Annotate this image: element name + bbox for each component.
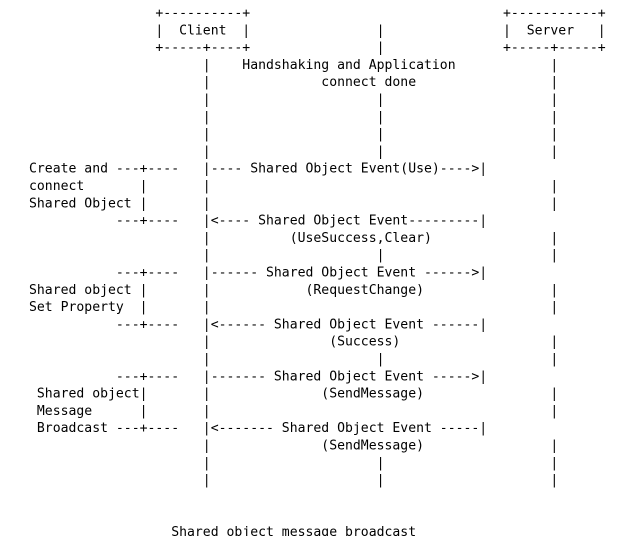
diagram-line: Shared object| | (SendMessage) | (29, 387, 558, 402)
diagram-line: | | | (29, 127, 558, 142)
diagram-line: | Handshaking and Application | (29, 58, 558, 73)
diagram-line: Set Property | | | (29, 300, 558, 315)
diagram-line: Shared Object | | | (29, 196, 558, 211)
diagram-caption: Shared object message broadcast (29, 525, 416, 536)
diagram-line: | Client | | | Server | (29, 23, 606, 38)
diagram-line: | (UseSuccess,Clear) | (29, 231, 558, 246)
diagram-line: ---+---- |<------ Shared Object Event --… (29, 317, 487, 332)
diagram-line: Shared object | | (RequestChange) | (29, 283, 558, 298)
diagram-line: | | | (29, 456, 558, 471)
diagram-line: connect | | | (29, 179, 558, 194)
diagram-line: | connect done | (29, 75, 558, 90)
diagram-line: | | | (29, 110, 558, 125)
diagram-line: | (Success) | (29, 335, 558, 350)
diagram-line: | | | (29, 144, 558, 159)
diagram-line: | | | (29, 93, 558, 108)
diagram-line: | | | (29, 473, 558, 488)
diagram-line: Message | | | (29, 404, 558, 419)
diagram-line: +----------+ +-----------+ (29, 6, 606, 21)
diagram-line: | | | (29, 248, 558, 263)
diagram-line: Create and ---+---- |---- Shared Object … (29, 162, 487, 177)
diagram-line: ---+---- |------ Shared Object Event ---… (29, 266, 487, 281)
diagram-line: +-----+----+ | +-----+-----+ (29, 41, 606, 56)
diagram-line: | | | (29, 352, 558, 367)
diagram-line: ---+---- |------- Shared Object Event --… (29, 369, 487, 384)
diagram-line: | (SendMessage) | (29, 439, 558, 454)
diagram-line: Broadcast ---+---- |<------- Shared Obje… (29, 421, 487, 436)
diagram-line: ---+---- |<---- Shared Object Event-----… (29, 214, 487, 229)
